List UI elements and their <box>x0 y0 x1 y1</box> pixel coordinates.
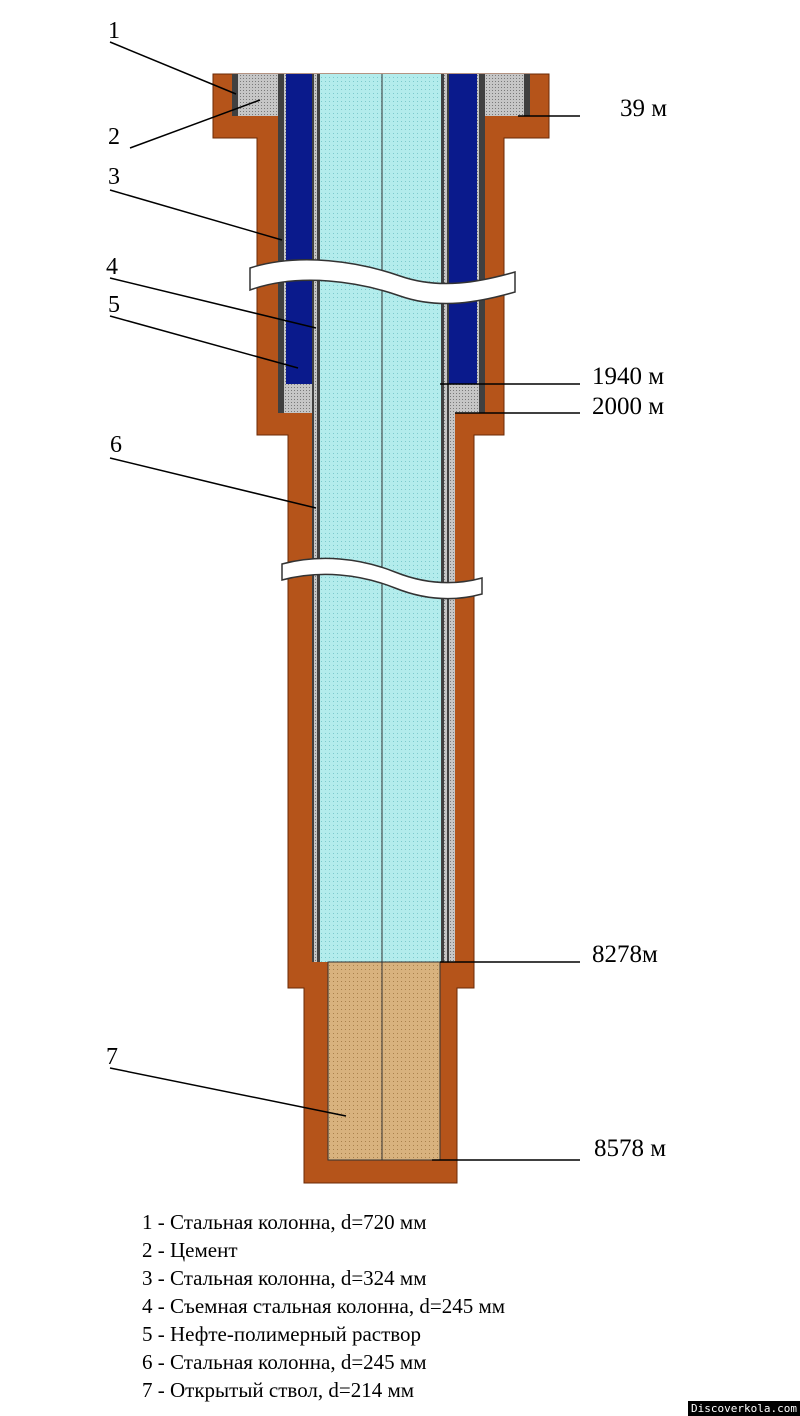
oil-polymer-solution-right <box>449 74 477 384</box>
depth-label-8578: 8578 м <box>594 1135 666 1162</box>
callout-line-7 <box>109 1067 347 1117</box>
oil-polymer-solution-left <box>286 74 312 384</box>
cement-top-right <box>485 74 524 116</box>
depth-label-8278: 8278м <box>592 941 658 968</box>
callout-line-5 <box>109 315 299 369</box>
legend-item: 4 - Съемная стальная колонна, d=245 мм <box>142 1294 506 1318</box>
casing-fluid <box>320 74 441 962</box>
callout-line-2 <box>129 99 261 149</box>
depth-label-1940: 1940 м <box>592 363 664 390</box>
open-hole <box>328 962 440 1160</box>
callout-6: 6 <box>110 432 122 458</box>
column-324-wall-right <box>479 74 485 413</box>
depth-label-2000: 2000 м <box>592 393 664 420</box>
legend-item: 6 - Стальная колонна, d=245 мм <box>142 1350 427 1374</box>
callout-1: 1 <box>108 18 120 44</box>
callout-line-6 <box>109 457 317 509</box>
callout-5: 5 <box>108 292 120 318</box>
well-cross-section-diagram: 39 м 1940 м 2000 м 8278м 8578 м 1 2 3 4 … <box>106 18 667 1184</box>
open-hole-border <box>327 961 441 1161</box>
legend-item: 3 - Стальная колонна, d=324 мм <box>142 1266 427 1290</box>
callout-line-4 <box>109 277 317 329</box>
break-band-lower <box>281 557 483 600</box>
callout-line-3 <box>109 189 283 241</box>
legend-item: 5 - Нефте-полимерный раствор <box>142 1322 422 1346</box>
callout-3: 3 <box>108 164 120 190</box>
column-245-wall-left-inner <box>314 74 317 962</box>
legend-item: 1 - Стальная колонна, d=720 мм <box>142 1210 427 1234</box>
column-720-wall-left <box>232 74 238 116</box>
legend: 1 - Стальная колонна, d=720 мм 2 - Цемен… <box>142 1208 505 1404</box>
callout-line-1 <box>109 41 237 95</box>
legend-item: 2 - Цемент <box>142 1238 238 1262</box>
callout-2: 2 <box>108 124 120 150</box>
callout-4: 4 <box>106 254 118 280</box>
break-band-upper <box>249 259 516 305</box>
column-324-wall-left <box>278 74 284 413</box>
column-245-wall-right-inner <box>444 74 447 962</box>
callout-7: 7 <box>106 1044 118 1070</box>
column-720-wall-right <box>524 74 530 116</box>
cement-top-left <box>238 74 278 116</box>
legend-item: 7 - Открытый ствол, d=214 мм <box>142 1378 415 1402</box>
source-credit: Discoverkola.com <box>688 1401 800 1416</box>
depth-label-39: 39 м <box>620 95 667 122</box>
